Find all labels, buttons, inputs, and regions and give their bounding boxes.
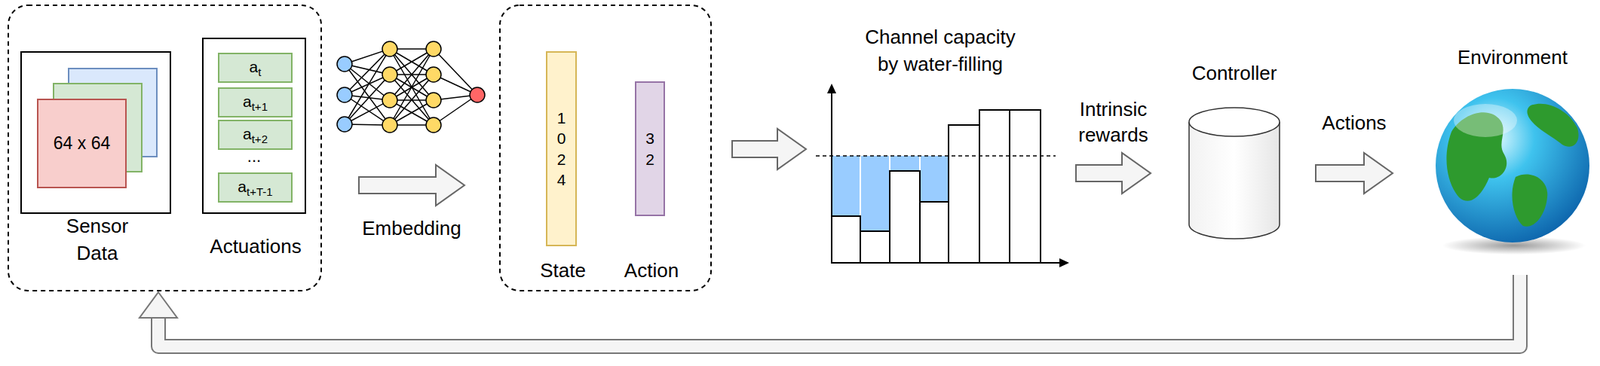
controller: Controller — [1188, 107, 1281, 240]
flow-arrow — [732, 128, 807, 170]
edge-label: Actions — [1301, 110, 1407, 136]
dimension-number: 32 — [642, 128, 659, 170]
edge-label: Embedding — [336, 215, 488, 242]
flow-arrow — [139, 275, 1521, 347]
flow-arrow — [1315, 153, 1393, 194]
variable-name: a — [249, 58, 259, 76]
variable-name: a — [242, 92, 252, 111]
subscript: t+T-1 — [246, 185, 273, 199]
node-label: Channel capacity by water-filling — [858, 23, 1022, 78]
state-vector: 1024State — [545, 51, 577, 247]
sensor-data-box: Sensor Data64 x 64 — [20, 51, 172, 215]
actuation-item: at+2 — [217, 119, 293, 151]
variable-name: a — [242, 125, 252, 143]
ellipsis: ... — [223, 147, 285, 166]
actuation-text: at — [249, 58, 262, 79]
vector-label: Action — [606, 257, 697, 284]
action-vector: 32Action — [634, 81, 666, 217]
node-label: Sensor Data — [44, 212, 151, 267]
variable-name: a — [237, 177, 247, 196]
image-size: 64 x 64 — [53, 133, 111, 154]
actuation-text: at+2 — [242, 125, 268, 146]
actuation-text: at+1 — [242, 92, 268, 114]
capacity-chart: Channel capacity by water-filling — [831, 83, 1070, 264]
controller-cylinder — [1189, 107, 1280, 240]
edge-label: Intrinsic rewards — [1060, 96, 1167, 148]
globe — [1435, 88, 1590, 255]
subscript: t+2 — [251, 132, 268, 146]
dimension-number: 1024 — [553, 107, 570, 191]
actuation-item: at — [217, 52, 293, 83]
image-frame: 64 x 64 — [36, 98, 127, 189]
neural-network — [337, 41, 485, 133]
node-label: Controller — [1158, 60, 1310, 86]
node-label: Environment — [1437, 44, 1588, 71]
node-label: Actuations — [180, 233, 332, 260]
actuation-text: at+T-1 — [237, 177, 273, 199]
flow-arrow — [358, 165, 465, 206]
vector-label: State — [524, 257, 601, 284]
actuations-box: Actuationsatat+1at+2at+T-1 — [202, 37, 307, 215]
subscript: t — [257, 65, 261, 79]
subscript: t+1 — [251, 100, 268, 114]
flow-arrow — [1075, 153, 1151, 194]
actuation-item: at+1 — [217, 87, 293, 118]
environment: Environment — [1433, 86, 1592, 250]
group-outline — [499, 5, 712, 292]
actuation-item: at+T-1 — [217, 172, 293, 203]
water-filling-chart — [815, 83, 1070, 268]
